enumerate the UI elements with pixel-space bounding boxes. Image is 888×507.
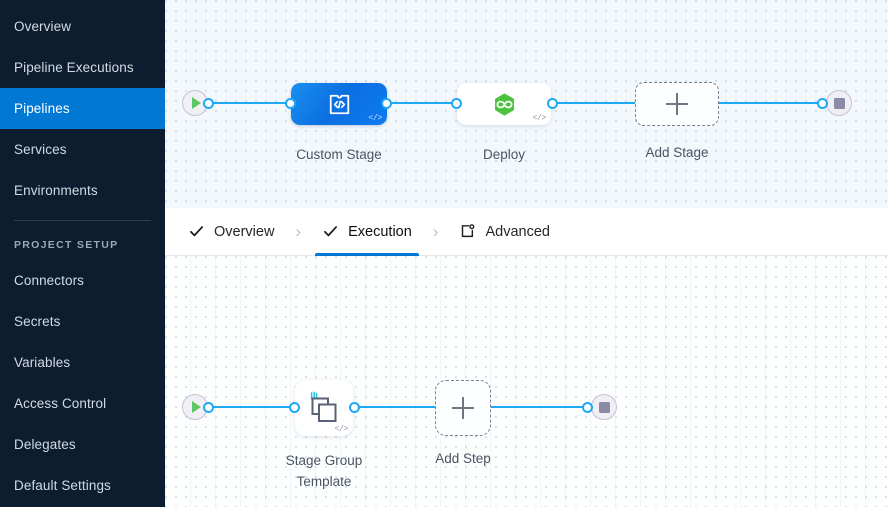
- tab-label: Execution: [348, 223, 412, 240]
- step-yaml-badge: </>: [334, 425, 348, 434]
- execution-end-input-port[interactable]: [582, 402, 593, 413]
- sidebar-item-overview[interactable]: Overview: [0, 6, 165, 47]
- start-output-port[interactable]: [203, 98, 214, 109]
- tab-overview[interactable]: Overview: [175, 208, 287, 256]
- template-copies-icon: [310, 391, 337, 422]
- sidebar-item-label: Pipelines: [14, 101, 70, 116]
- pipeline-end-node[interactable]: [826, 90, 852, 116]
- stage-config-tabs: Overview › Execution › Advanced: [165, 208, 888, 256]
- tab-separator-icon: ›: [432, 221, 439, 241]
- sidebar-item-environments[interactable]: Environments: [0, 170, 165, 211]
- sidebar-item-label: Environments: [14, 183, 98, 198]
- edge-custom-stage-to-deploy: [385, 102, 503, 104]
- step-node-stage-group-template[interactable]: </>: [295, 380, 353, 436]
- tab-advanced[interactable]: Advanced: [446, 208, 563, 256]
- sidebar-section-project-setup: PROJECT SETUP: [14, 239, 119, 251]
- add-step-button[interactable]: [435, 380, 491, 436]
- check-icon: [190, 226, 204, 237]
- plus-icon: [452, 397, 474, 419]
- sidebar-item-label: Services: [14, 142, 67, 157]
- sidebar-item-services[interactable]: Services: [0, 129, 165, 170]
- tab-label: Advanced: [485, 223, 550, 240]
- edge-add-stage-to-end: [718, 102, 821, 104]
- step-label-add-step: Add Step: [435, 451, 491, 466]
- stage-group-output-port[interactable]: [349, 402, 360, 413]
- stage-label-deploy: Deploy: [482, 147, 526, 162]
- sidebar-item-pipeline-executions[interactable]: Pipeline Executions: [0, 47, 165, 88]
- play-icon: [192, 401, 201, 413]
- sidebar-item-secrets[interactable]: Secrets: [0, 301, 165, 342]
- sidebar-divider: [14, 220, 151, 221]
- plus-icon: [666, 93, 688, 115]
- play-icon: [192, 97, 201, 109]
- custom-stage-output-port[interactable]: [381, 98, 392, 109]
- stage-node-custom-stage[interactable]: </>: [291, 83, 387, 125]
- sidebar-item-label: Overview: [14, 19, 72, 34]
- stop-icon: [833, 97, 845, 109]
- stage-group-input-port[interactable]: [289, 402, 300, 413]
- main-content: </> Custom Stage </> Deploy Add Stage: [165, 0, 888, 507]
- pipeline-stage-canvas[interactable]: </> Custom Stage </> Deploy Add Stage: [165, 0, 888, 208]
- add-stage-button[interactable]: [635, 82, 719, 126]
- sidebar-item-variables[interactable]: Variables: [0, 342, 165, 383]
- execution-start-output-port[interactable]: [203, 402, 214, 413]
- deploy-hexagon-icon: [494, 92, 514, 116]
- tab-separator-icon: ›: [295, 221, 302, 241]
- end-input-port[interactable]: [817, 98, 828, 109]
- tab-label: Overview: [214, 223, 275, 240]
- execution-step-canvas[interactable]: </> Stage Group Template Add Step: [165, 256, 888, 507]
- custom-stage-icon: [329, 94, 349, 114]
- advanced-settings-icon: [462, 224, 475, 238]
- deploy-output-port[interactable]: [547, 98, 558, 109]
- check-icon: [324, 226, 338, 237]
- sidebar-item-label: Connectors: [14, 273, 85, 288]
- sidebar-item-default-settings[interactable]: Default Settings: [0, 465, 165, 506]
- sidebar-item-pipelines[interactable]: Pipelines: [0, 88, 165, 129]
- stage-label-custom-stage: Custom Stage: [296, 147, 382, 162]
- sidebar-item-label: Default Settings: [14, 478, 111, 493]
- sidebar-item-delegates[interactable]: Delegates: [0, 424, 165, 465]
- edge-start-to-custom-stage: [201, 102, 319, 104]
- edge-start-to-stage-group: [201, 406, 294, 408]
- stage-yaml-badge: </>: [368, 114, 382, 123]
- sidebar-item-access-control[interactable]: Access Control: [0, 383, 165, 424]
- step-label-stage-group-template: Stage Group Template: [285, 453, 363, 489]
- execution-end-node[interactable]: [591, 394, 617, 420]
- stage-node-deploy[interactable]: </>: [457, 83, 551, 125]
- tab-execution[interactable]: Execution: [309, 208, 425, 256]
- sidebar-item-label: Variables: [14, 355, 71, 370]
- sidebar-item-label: Pipeline Executions: [14, 60, 134, 75]
- sidebar-item-label: Access Control: [14, 396, 107, 411]
- sidebar-item-label: Delegates: [14, 437, 76, 452]
- stage-yaml-badge: </>: [532, 114, 546, 123]
- custom-stage-input-port[interactable]: [285, 98, 296, 109]
- stop-icon: [598, 401, 610, 413]
- left-sidebar: Overview Pipeline Executions Pipelines S…: [0, 0, 165, 507]
- sidebar-item-label: Secrets: [14, 314, 61, 329]
- sidebar-item-connectors[interactable]: Connectors: [0, 260, 165, 301]
- edge-deploy-to-add-stage: [550, 102, 660, 104]
- deploy-input-port[interactable]: [451, 98, 462, 109]
- stage-label-add-stage: Add Stage: [645, 145, 709, 160]
